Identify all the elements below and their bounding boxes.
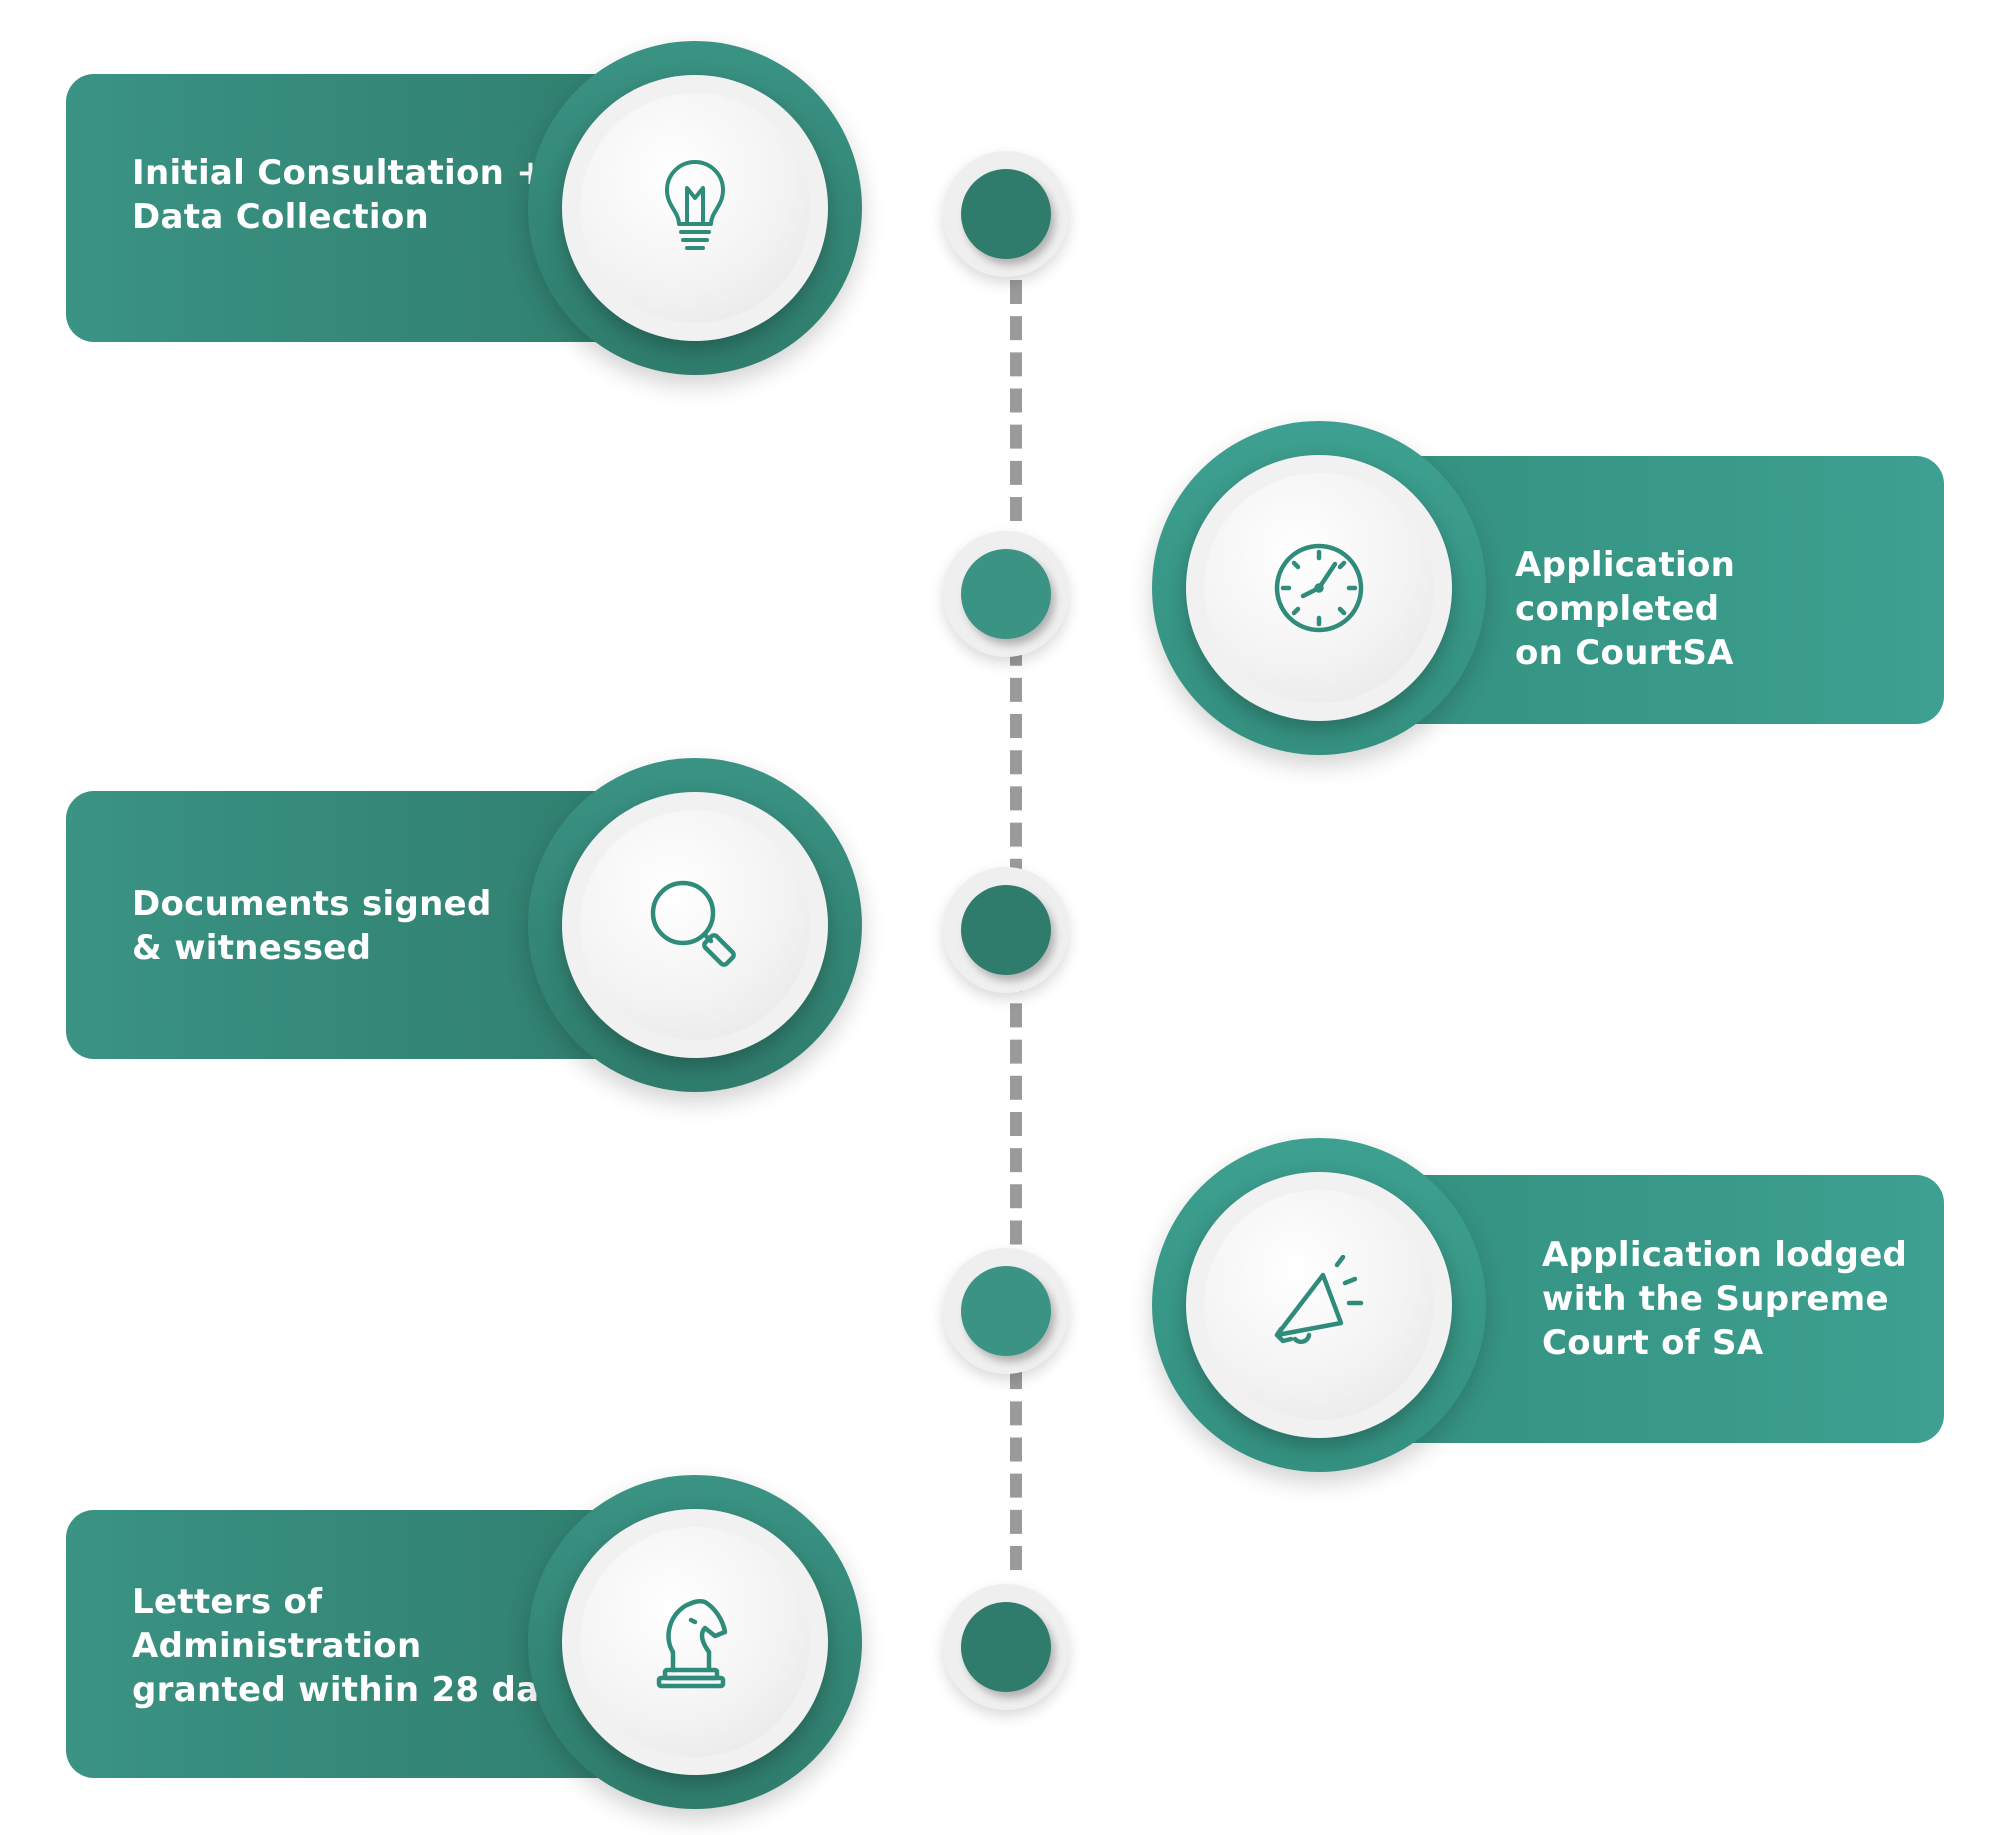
step-label-3: Documents signed & witnessed: [132, 884, 492, 968]
step-icon-bubble-5: [528, 1475, 862, 1809]
step-label-5: Letters of Administration granted within…: [132, 1582, 581, 1710]
step-icon-bubble-1: [528, 41, 862, 375]
timeline-dot-2: [943, 531, 1069, 657]
timeline-dot-5: [943, 1584, 1069, 1710]
timeline-dot-4: [943, 1248, 1069, 1374]
step-label-4: Application lodged with the Supreme Cour…: [1542, 1235, 1908, 1363]
timeline-dot-1: [943, 151, 1069, 277]
chess-knight-icon: [645, 1592, 745, 1692]
timeline-dot-3: [943, 867, 1069, 993]
step-label-2: Application completed on CourtSA: [1515, 545, 1736, 673]
clock-icon: [1269, 538, 1369, 638]
step-icon-bubble-2: [1152, 421, 1486, 755]
megaphone-icon: [1269, 1254, 1369, 1355]
magnifier-icon: [645, 875, 745, 975]
lightbulb-icon: [645, 158, 745, 258]
step-icon-bubble-3: [528, 758, 862, 1092]
step-label-1: Initial Consultation + Data Collection: [132, 153, 545, 237]
step-icon-bubble-4: [1152, 1138, 1486, 1472]
